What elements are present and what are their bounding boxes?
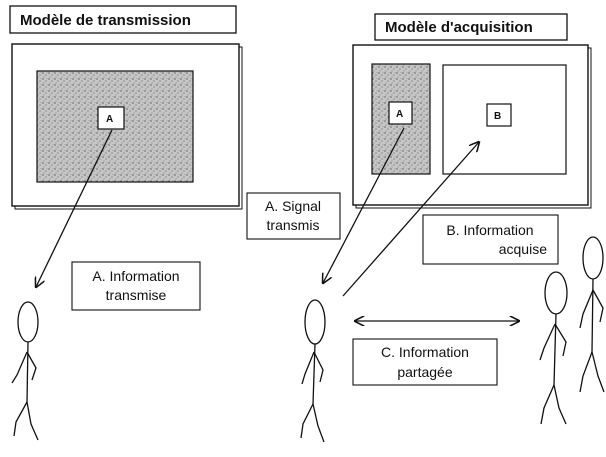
transmission-box-a-label: A <box>106 114 113 125</box>
transmission-caption-line2: transmise <box>106 287 167 303</box>
receiver-figure-center <box>300 299 326 443</box>
shared-caption-line1: C. Information <box>381 344 469 360</box>
acquisition-box-b <box>486 103 512 127</box>
acquired-caption-line2: acquise <box>499 241 547 257</box>
group-figures-right <box>539 236 605 425</box>
acquired-arrow <box>342 142 479 297</box>
transmission-title-box <box>9 5 237 34</box>
transmission-title: Modèle de transmission <box>20 12 191 29</box>
transmission-box-a <box>97 106 125 130</box>
acquisition-box-a-label: A <box>396 109 403 120</box>
transmission-model: Modèle de transmission A A. Information … <box>9 5 243 441</box>
shared-caption-line2: partagée <box>397 364 452 380</box>
signal-caption-line1: A. Signal <box>265 198 321 214</box>
acquired-caption-line1: B. Information <box>446 222 533 238</box>
signal-caption-box <box>246 192 341 240</box>
signal-arrow <box>323 127 405 283</box>
acquired-caption-box <box>422 214 559 265</box>
shared-caption-box <box>352 338 498 386</box>
transmission-caption-box <box>71 261 201 311</box>
acquisition-title-box <box>374 13 568 41</box>
transmission-arrow <box>36 129 113 287</box>
acquisition-model: Modèle d'acquisition A B A. Signal trans… <box>246 13 605 443</box>
acquisition-box-b-label: B <box>494 111 501 122</box>
acquisition-stippled-column <box>371 63 431 175</box>
receiver-figure-left <box>11 301 39 441</box>
transmission-caption-line1: A. Information <box>92 268 179 284</box>
acquisition-title: Modèle d'acquisition <box>385 19 533 36</box>
signal-caption-line2: transmis <box>267 217 320 233</box>
acquisition-box-a <box>388 101 413 125</box>
